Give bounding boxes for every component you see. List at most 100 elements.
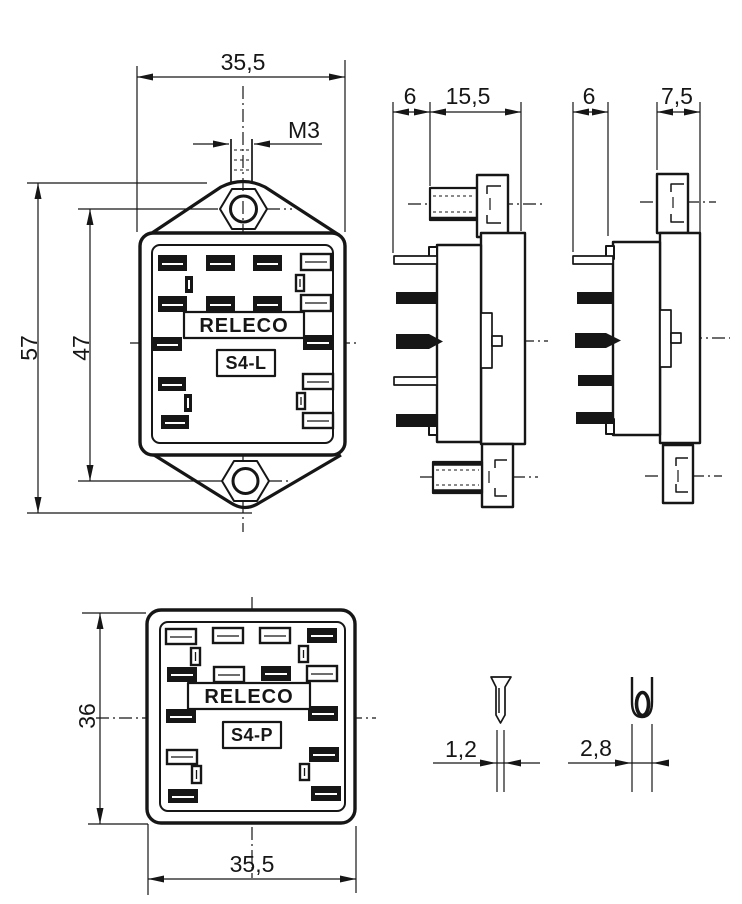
side-view-right: 6 7,5 bbox=[572, 83, 730, 505]
hex-nut-top bbox=[219, 188, 268, 230]
terminal-slot bbox=[190, 764, 203, 785]
pin-profile bbox=[490, 676, 512, 724]
terminal-slot bbox=[295, 391, 307, 411]
terminal-slot bbox=[308, 706, 338, 721]
dim-side-right-flange-label: 7,5 bbox=[661, 83, 693, 109]
terminal-slot bbox=[261, 666, 291, 681]
socket-body-side bbox=[435, 243, 483, 444]
pin-detail-round: 1,2 bbox=[433, 676, 540, 792]
dim-bottom-height: 36 bbox=[74, 612, 148, 825]
terminal-slot bbox=[211, 626, 245, 645]
retaining-clip-lug bbox=[491, 335, 503, 347]
terminal-slot bbox=[166, 709, 196, 723]
terminal-slot bbox=[301, 411, 335, 430]
terminal-slot bbox=[153, 337, 182, 351]
terminal-slot bbox=[301, 372, 335, 391]
thread-bushing-bottom bbox=[431, 460, 484, 495]
terminal-slot bbox=[258, 626, 292, 645]
terminal-slot bbox=[189, 646, 202, 667]
bottom-view: RELECO S4-P 36 35,5 bbox=[74, 597, 376, 895]
tab-detail bbox=[494, 488, 507, 497]
model-label-front: S4-L bbox=[225, 353, 266, 373]
dim-side-left-depth-label: 15,5 bbox=[446, 83, 491, 109]
tab-detail bbox=[675, 484, 688, 493]
relay-pin bbox=[578, 375, 614, 386]
retaining-clip-lug bbox=[670, 332, 682, 344]
brand-label-bottom: RELECO bbox=[204, 686, 293, 708]
brand-plate-front bbox=[182, 310, 306, 340]
tab-detail bbox=[494, 459, 507, 468]
tab-detail bbox=[670, 214, 684, 223]
relay-pin bbox=[577, 292, 613, 304]
terminal-slot bbox=[161, 415, 189, 429]
model-plate-front bbox=[215, 348, 277, 378]
terminal-slot bbox=[165, 748, 199, 766]
tab-detail bbox=[670, 183, 684, 192]
terminal-slot bbox=[185, 276, 193, 293]
dim-side-right: 6 7,5 bbox=[572, 83, 701, 252]
flange-tab-bottom bbox=[480, 442, 515, 509]
dim-front-width: 35,5 bbox=[136, 49, 346, 232]
relay-pins-left-view bbox=[393, 255, 443, 427]
terminal-slot bbox=[168, 789, 198, 803]
dim-side-left: 6 15,5 bbox=[392, 83, 522, 253]
dim-blade-width-label: 2,8 bbox=[580, 735, 612, 761]
terminal-slot bbox=[158, 296, 187, 312]
relay-pins-right-view bbox=[572, 255, 621, 424]
pin-detail-blade: 2,8 bbox=[568, 677, 669, 792]
retaining-clip-slot bbox=[659, 309, 672, 368]
terminal-slot bbox=[309, 747, 339, 762]
relay-pin bbox=[396, 414, 437, 427]
dim-hole-spacing-label: 47 bbox=[68, 335, 94, 361]
mounting-hole-bottom bbox=[231, 467, 260, 495]
side-view-left: 6 15,5 bbox=[392, 83, 548, 509]
dim-overall-height-label: 57 bbox=[16, 335, 42, 361]
model-label-bottom: S4-P bbox=[231, 725, 273, 745]
dim-bottom-width-label: 35,5 bbox=[230, 851, 275, 877]
mounting-tab-bottom bbox=[153, 453, 342, 510]
dim-thread: M3 bbox=[193, 117, 322, 148]
relay-pin bbox=[575, 333, 621, 348]
tab-detail bbox=[486, 185, 501, 194]
retaining-clip-slot bbox=[480, 312, 493, 369]
terminal-slot bbox=[294, 273, 306, 293]
socket-body-inner bbox=[159, 621, 346, 812]
dim-side-right-pin-label: 6 bbox=[583, 83, 596, 109]
relay-pin bbox=[393, 376, 438, 386]
relay-pin bbox=[572, 255, 614, 265]
terminal-slot bbox=[206, 255, 235, 271]
terminal-slot bbox=[298, 762, 311, 782]
terminal-slot bbox=[311, 786, 341, 801]
mounting-tab-top bbox=[148, 179, 340, 237]
dim-overall-height: 57 bbox=[16, 182, 252, 514]
terminal-slot bbox=[253, 255, 282, 271]
dim-thread-label: M3 bbox=[288, 117, 320, 143]
socket-body-side bbox=[611, 240, 662, 437]
relay-pin bbox=[396, 334, 443, 349]
relay-pin bbox=[576, 412, 614, 424]
flange-tab-top bbox=[475, 173, 510, 239]
dim-front-width-label: 35,5 bbox=[221, 49, 266, 75]
mounting-hole-top bbox=[229, 194, 258, 224]
terminal-slot bbox=[212, 665, 246, 684]
terminal-slot bbox=[164, 627, 198, 646]
dim-side-left-pin-label: 6 bbox=[404, 83, 417, 109]
dim-bottom-width: 35,5 bbox=[147, 824, 357, 895]
dim-bottom-height-label: 36 bbox=[74, 703, 100, 729]
terminal-slot bbox=[158, 377, 186, 391]
terminal-slot bbox=[299, 293, 333, 313]
terminal-slot bbox=[305, 664, 339, 683]
terminal-slot bbox=[299, 252, 333, 272]
tab-detail bbox=[675, 457, 688, 466]
terminal-slot bbox=[307, 628, 337, 643]
threaded-stud bbox=[230, 139, 253, 184]
brand-plate-bottom bbox=[186, 681, 312, 711]
dim-pin-width-label: 1,2 bbox=[445, 736, 477, 762]
terminal-slot bbox=[297, 644, 310, 664]
terminal-slot bbox=[253, 296, 282, 312]
thread-bushing-top bbox=[428, 186, 479, 222]
brand-label-front: RELECO bbox=[199, 315, 288, 337]
tab-detail bbox=[486, 215, 501, 224]
